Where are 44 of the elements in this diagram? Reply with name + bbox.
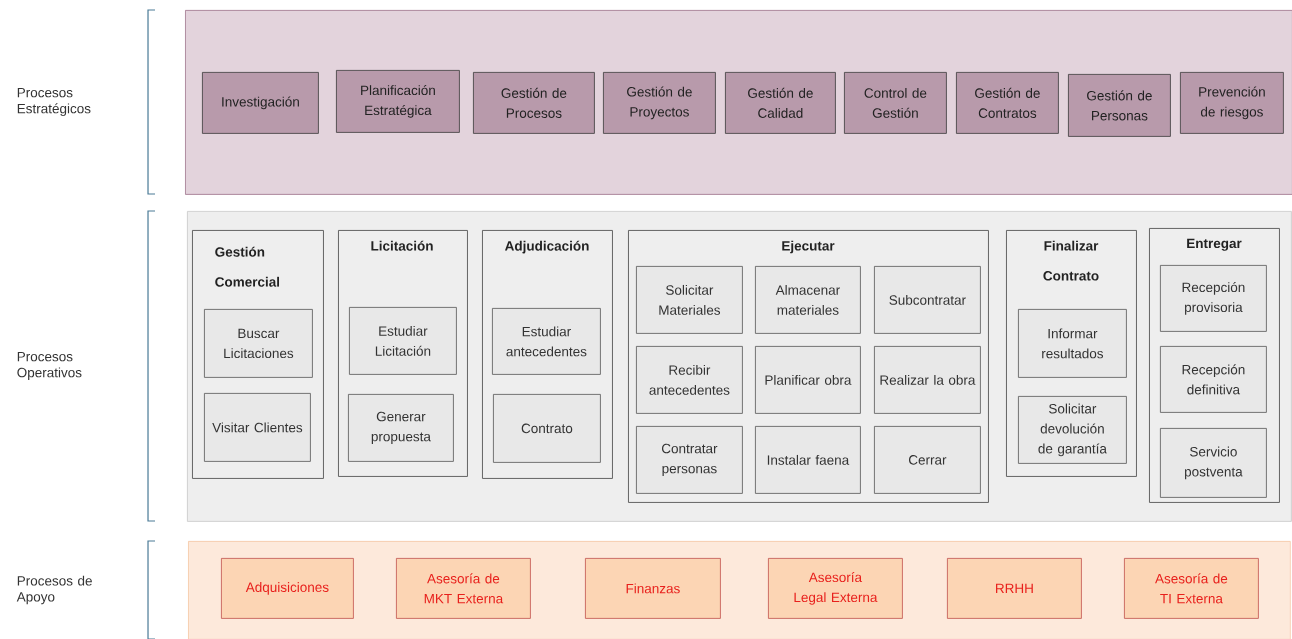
process-box: Asesoría de MKT Externa [396, 558, 531, 619]
process-box: Prevención de riesgos [1180, 72, 1284, 134]
process-box: Recepción provisoria [1160, 265, 1267, 332]
group-heading: Ejecutar [782, 240, 835, 254]
process-box: Gestión de Personas [1068, 74, 1171, 137]
process-box: Recibir antecedentes [636, 346, 743, 414]
process-box: Cerrar [874, 426, 981, 494]
process-box: Gestión de Procesos [473, 72, 595, 134]
process-box: Estudiar Licitación [349, 307, 457, 375]
group-heading: Entregar [1187, 238, 1242, 251]
band-label: Procesos Estratégicos [17, 87, 91, 117]
process-box: Solicitar devolución de garantía [1018, 396, 1127, 464]
process-box: Gestión de Calidad [725, 72, 836, 134]
process-box: Asesoría de TI Externa [1124, 558, 1259, 619]
process-box: Generar propuesta [348, 394, 454, 462]
process-box: Recepción definitiva [1160, 346, 1267, 413]
band-label: Procesos de Apoyo [16, 575, 92, 605]
process-box: Contratar personas [636, 426, 743, 494]
process-box: Finanzas [585, 558, 721, 619]
process-box: Almacenar materiales [755, 266, 861, 334]
process-box: Gestión de Proyectos [603, 72, 716, 134]
group-heading: Licitación [371, 240, 433, 251]
process-box: Servicio postventa [1160, 428, 1267, 498]
process-box: Planificar obra [755, 346, 861, 414]
process-box: Planificación Estratégica [336, 70, 460, 133]
process-box: Asesoría Legal Externa [768, 558, 903, 619]
process-box: Instalar faena [755, 426, 861, 494]
process-box: Subcontratar [874, 266, 981, 334]
process-box: Contrato [493, 394, 601, 463]
group-heading: Finalizar Contrato [1043, 240, 1099, 281]
band-label: Procesos Operativos [17, 351, 82, 381]
process-box: Informar resultados [1018, 309, 1127, 378]
process-box: Investigación [202, 72, 319, 134]
process-box: Realizar la obra [874, 346, 981, 414]
process-box: Buscar Licitaciones [204, 309, 313, 378]
process-box: Visitar Clientes [204, 393, 311, 462]
process-box: Gestión de Contratos [956, 72, 1059, 134]
process-box: Adquisiciones [221, 558, 354, 619]
process-box: Solicitar Materiales [636, 266, 743, 334]
process-box: Estudiar antecedentes [492, 308, 601, 375]
group-heading: Adjudicación [504, 240, 589, 254]
group-heading: Gestión Comercial [215, 246, 279, 287]
process-box: RRHH [947, 558, 1082, 619]
process-box: Control de Gestión [844, 72, 947, 134]
